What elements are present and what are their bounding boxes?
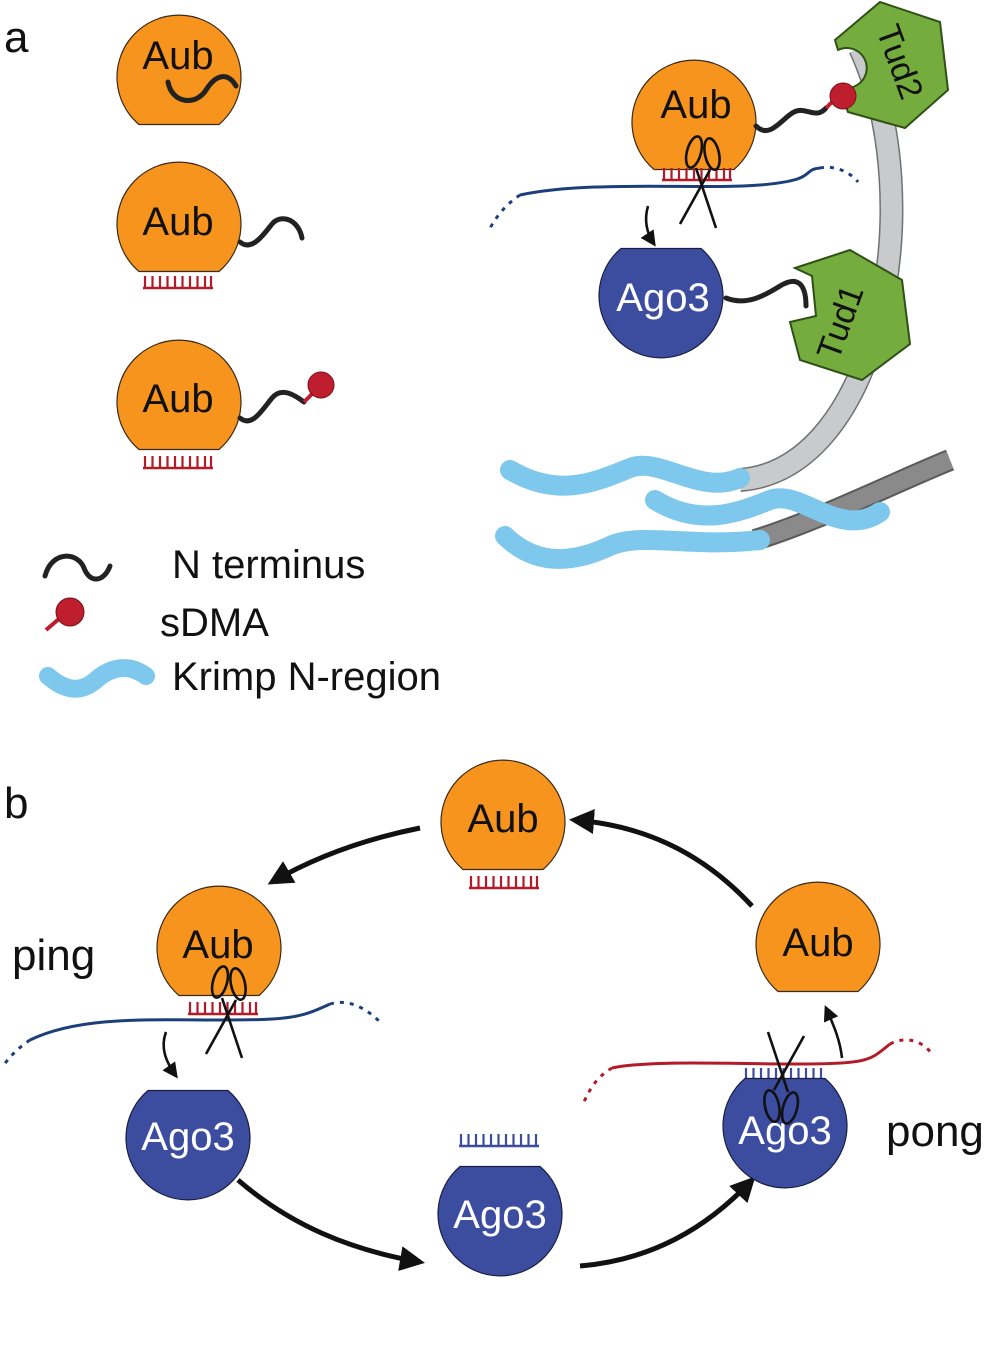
target-rna (519, 166, 821, 197)
aub-label: Aub (660, 83, 731, 127)
arrow-bottom-to-pong (579, 1176, 756, 1269)
aub-loaded: Aub (116, 161, 305, 290)
tud2-domain: Tud2 (833, 0, 950, 130)
ago3-label: Ago3 (616, 276, 709, 320)
ago3-label: Ago3 (453, 1193, 546, 1237)
ago3-bottom: Ago3 (437, 1132, 563, 1277)
aub-label: Aub (182, 923, 253, 967)
legend-krimp-label: Krimp N-region (172, 655, 441, 699)
legend-sdma-label: sDMA (160, 601, 269, 645)
ping-label: ping (12, 931, 95, 980)
legend-krimp: Krimp N-region (39, 655, 441, 699)
panel-a-letter: a (4, 13, 29, 62)
legend: N terminus sDMA Krimp N-region (39, 543, 441, 699)
legend-n-terminus: N terminus (42, 543, 365, 587)
ago3-label: Ago3 (738, 1109, 831, 1153)
aub-label: Aub (467, 797, 538, 841)
aub-label: Aub (142, 200, 213, 244)
legend-n-terminus-label: N terminus (172, 543, 365, 587)
ago3-tud1-complex: Ago3 (598, 247, 809, 359)
aub-label: Aub (142, 377, 213, 421)
target-rna-dashed-end (819, 165, 860, 183)
ping-complex: Aub (0, 885, 382, 1079)
pong-label: pong (886, 1107, 984, 1156)
target-rna-dashed-start (486, 193, 521, 233)
krimp-n-region (495, 455, 890, 569)
arrow-pong-to-top (569, 809, 754, 908)
arrow-top-to-ping (267, 825, 421, 885)
panel-b-letter: b (4, 779, 28, 828)
aub-autoinhibited: Aub (116, 14, 242, 126)
krimp-tudor-complex: Tud2 Tud1 (495, 0, 955, 569)
pong-complex: Ago3 (582, 1005, 934, 1189)
arrow-ping-to-bottom (236, 1178, 425, 1271)
legend-sdma: sDMA (44, 597, 269, 645)
aub-methylated: Aub (116, 339, 335, 470)
ago3-label: Ago3 (141, 1115, 234, 1159)
aub-label: Aub (782, 921, 853, 965)
aub-pong: Aub (755, 881, 881, 993)
aub-label: Aub (142, 34, 213, 78)
aub-slicing-complex: Aub (631, 59, 857, 247)
aub-top: Aub (440, 759, 566, 890)
ago3-ping: Ago3 (125, 1089, 251, 1201)
cycle-arrows (236, 809, 756, 1271)
tud1-domain: Tud1 (788, 248, 912, 382)
